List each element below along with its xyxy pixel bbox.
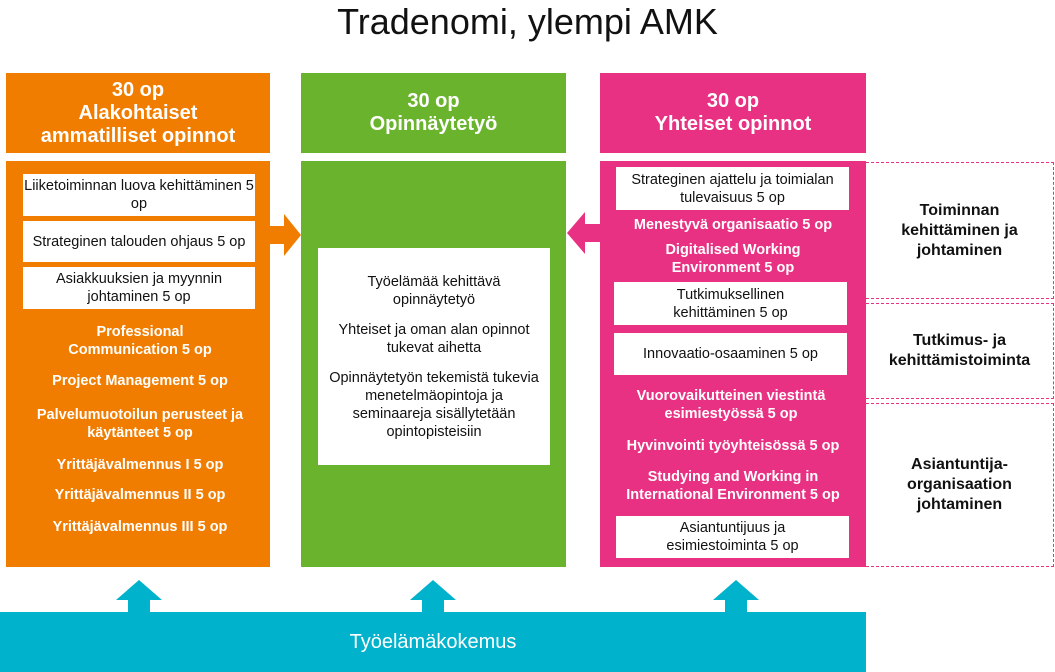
course-item: Digitalised Working Environment 5 op	[665, 242, 801, 276]
course-item: Yrittäjävalmennus II 5 op	[54, 487, 226, 503]
arrow-right-icon	[270, 214, 301, 256]
header-common-studies: 30 op Yhteiset opinnot	[600, 73, 866, 153]
header-thesis: 30 op Opinnäytetyö	[301, 73, 566, 153]
course-box: Innovaatio-osaaminen 5 op	[614, 333, 847, 375]
arrow-up-icon	[116, 580, 162, 613]
course-item: Vuorovaikutteinen viestintä esimiestyöss…	[636, 388, 826, 422]
arrow-up-icon	[410, 580, 456, 613]
thesis-line: Opinnäytetyön tekemistä tukevia menetelm…	[329, 369, 539, 440]
credits: 30 op	[111, 78, 165, 101]
thesis-description: Työelämää kehittävä opinnäytetyö Yhteise…	[318, 248, 550, 465]
course-box: Liiketoiminnan luova kehittäminen 5 op	[23, 174, 255, 216]
course-box: Asiakkuuksien ja myynnin johtaminen 5 op	[23, 267, 255, 309]
theme-management: Toiminnan kehittäminen ja johtaminen	[866, 162, 1054, 299]
theme-research: Tutkimus- ja kehittämistoiminta	[866, 303, 1054, 399]
column-title: Opinnäytetyö	[369, 113, 498, 135]
arrow-up-icon	[713, 580, 759, 613]
course-item: Hyvinvointi työyhteisössä 5 op	[626, 438, 840, 454]
arrow-left-icon	[567, 212, 601, 254]
theme-expert-organisation: Asiantuntija-organisaation johtaminen	[866, 403, 1054, 567]
course-item: Yrittäjävalmennus I 5 op	[56, 457, 224, 473]
column-title: Alakohtaiset ammatilliset opinnot	[40, 101, 236, 147]
course-box: Strateginen talouden ohjaus 5 op	[23, 221, 255, 262]
credits: 30 op	[706, 90, 760, 112]
theme-label: Tutkimus- ja kehittämistoiminta	[888, 332, 1031, 369]
course-item: Project Management 5 op	[52, 373, 228, 389]
thesis-line: Yhteiset ja oman alan opinnot tukevat ai…	[338, 321, 530, 356]
page-title: Tradenomi, ylempi AMK	[337, 1, 718, 42]
course-box: Asiantuntijuus ja esimiestoiminta 5 op	[616, 516, 849, 558]
theme-label: Toiminnan kehittäminen ja johtaminen	[901, 201, 1018, 259]
course-item: Menestyvä organisaatio 5 op	[633, 217, 833, 233]
course-item: Palvelumuotoilun perusteet ja käytänteet…	[36, 407, 244, 441]
credits: 30 op	[407, 90, 460, 112]
course-box: Tutkimuksellinen kehittäminen 5 op	[614, 282, 847, 325]
course-item: Yrittäjävalmennus III 5 op	[52, 519, 228, 535]
header-professional-studies: 30 op Alakohtaiset ammatilliset opinnot	[6, 73, 270, 153]
theme-label: Asiantuntija-organisaation johtaminen	[907, 456, 1012, 513]
work-experience-bar: Työelämäkokemus	[0, 612, 866, 672]
course-box: Strateginen ajattelu ja toimialan tuleva…	[616, 167, 849, 210]
course-item: Professional Communication 5 op	[68, 324, 212, 358]
column-title: Yhteiset opinnot	[654, 113, 812, 135]
course-item: Studying and Working in International En…	[626, 469, 840, 503]
thesis-line: Työelämää kehittävä opinnäytetyö	[367, 273, 501, 308]
